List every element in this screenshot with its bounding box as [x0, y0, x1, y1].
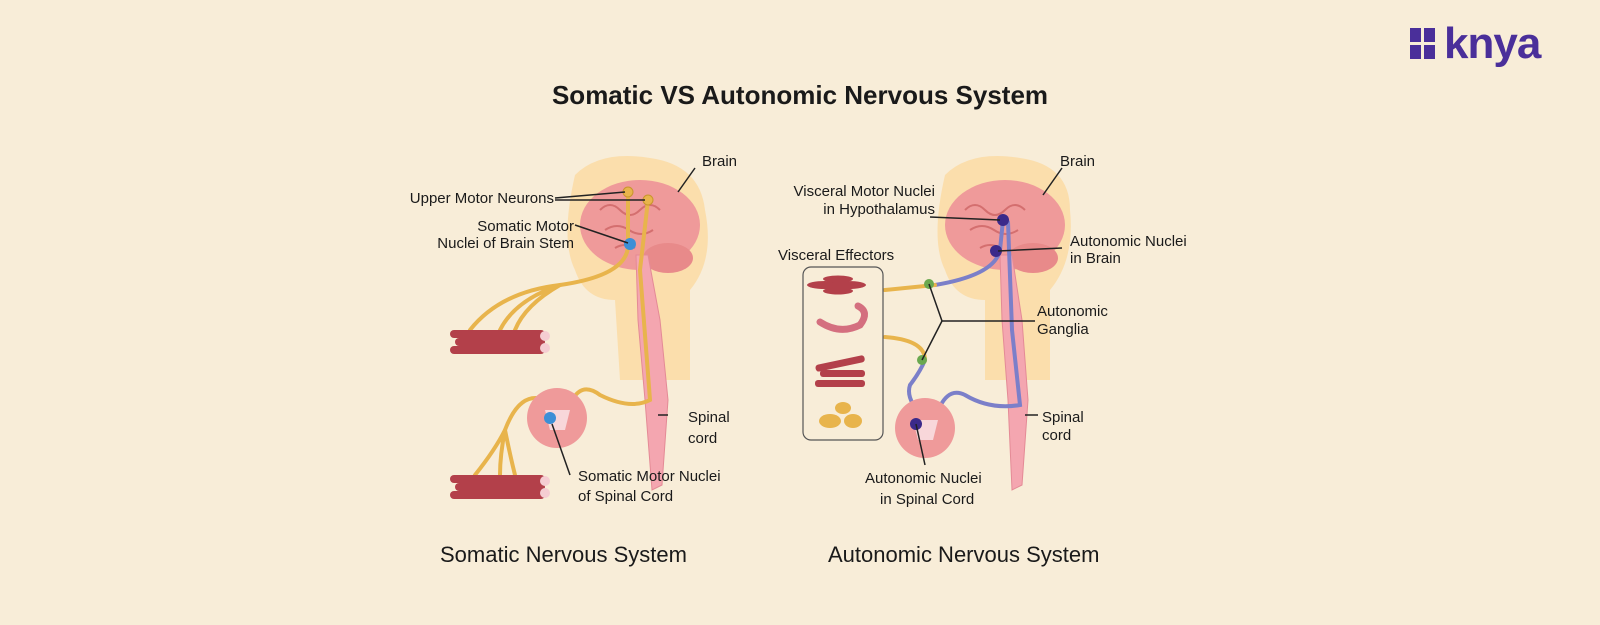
label-autonomic-nuclei-spinal-2: in Spinal Cord: [880, 491, 975, 508]
visceral-effector-gland: [816, 302, 868, 333]
label-somatic-motor-brainstem-2: Nuclei of Brain Stem: [437, 235, 574, 252]
label-autonomic-nuclei-brain-1: Autonomic Nuclei: [1070, 233, 1187, 250]
label-autonomic-nuclei-brain-2: in Brain: [1070, 250, 1121, 267]
label-somatic-motor-spinal-1: Somatic Motor Nuclei: [578, 468, 721, 485]
visceral-effectors-box: [802, 266, 884, 441]
label-somatic-brain: Brain: [702, 153, 738, 170]
label-somatic-motor-spinal-2: of Spinal Cord: [578, 488, 674, 505]
caption-autonomic: Autonomic Nervous System: [828, 542, 1100, 567]
visceral-effector-smooth-muscle: [807, 275, 866, 295]
label-autonomic-spinal-cord-2: cord: [1042, 427, 1072, 444]
muscle-bundle-lower: [450, 475, 550, 499]
brain-stem-nucleus-dot: [624, 238, 636, 250]
knya-logo: knya: [1410, 19, 1541, 68]
label-autonomic-spinal-cord-1: Spinal: [1042, 409, 1084, 426]
label-autonomic-brain: Brain: [1060, 153, 1096, 170]
knya-logo-text: knya: [1444, 19, 1541, 68]
label-somatic-spinal-cord-2: cord: [688, 430, 718, 447]
somatic-spinal-cross-section: [527, 388, 587, 448]
knya-logo-icon: [1410, 28, 1435, 59]
visceral-effector-adipose: [819, 402, 862, 428]
autonomic-leader-lines: [915, 167, 1063, 466]
label-visceral-effectors: Visceral Effectors: [778, 247, 895, 264]
label-visceral-motor-nuclei-1: Visceral Motor Nuclei: [793, 183, 935, 200]
label-visceral-motor-nuclei-2: in Hypothalamus: [823, 201, 935, 218]
page-title: Somatic VS Autonomic Nervous System: [551, 80, 1049, 110]
brain-autonomic-nucleus-dot: [990, 245, 1002, 257]
label-somatic-spinal-cord-1: Spinal: [688, 409, 730, 426]
muscle-bundle-upper: [450, 330, 550, 354]
caption-somatic: Somatic Nervous System: [440, 542, 687, 567]
label-upper-motor-neurons: Upper Motor Neurons: [409, 190, 554, 207]
label-autonomic-ganglia-1: Autonomic: [1037, 303, 1108, 320]
hypothalamus-nucleus-dot: [997, 214, 1009, 226]
autonomic-spinal-cord: [999, 254, 1029, 491]
label-somatic-motor-brainstem-1: Somatic Motor: [477, 218, 574, 235]
label-autonomic-nuclei-spinal-1: Autonomic Nuclei: [865, 470, 982, 487]
visceral-effector-cardiac-muscle: [815, 355, 865, 387]
spinal-nucleus-dot: [544, 412, 556, 424]
label-autonomic-ganglia-2: Ganglia: [1037, 321, 1089, 338]
somatic-leader-lines: [551, 167, 696, 476]
autonomic-spinal-cross-section: [895, 398, 955, 458]
